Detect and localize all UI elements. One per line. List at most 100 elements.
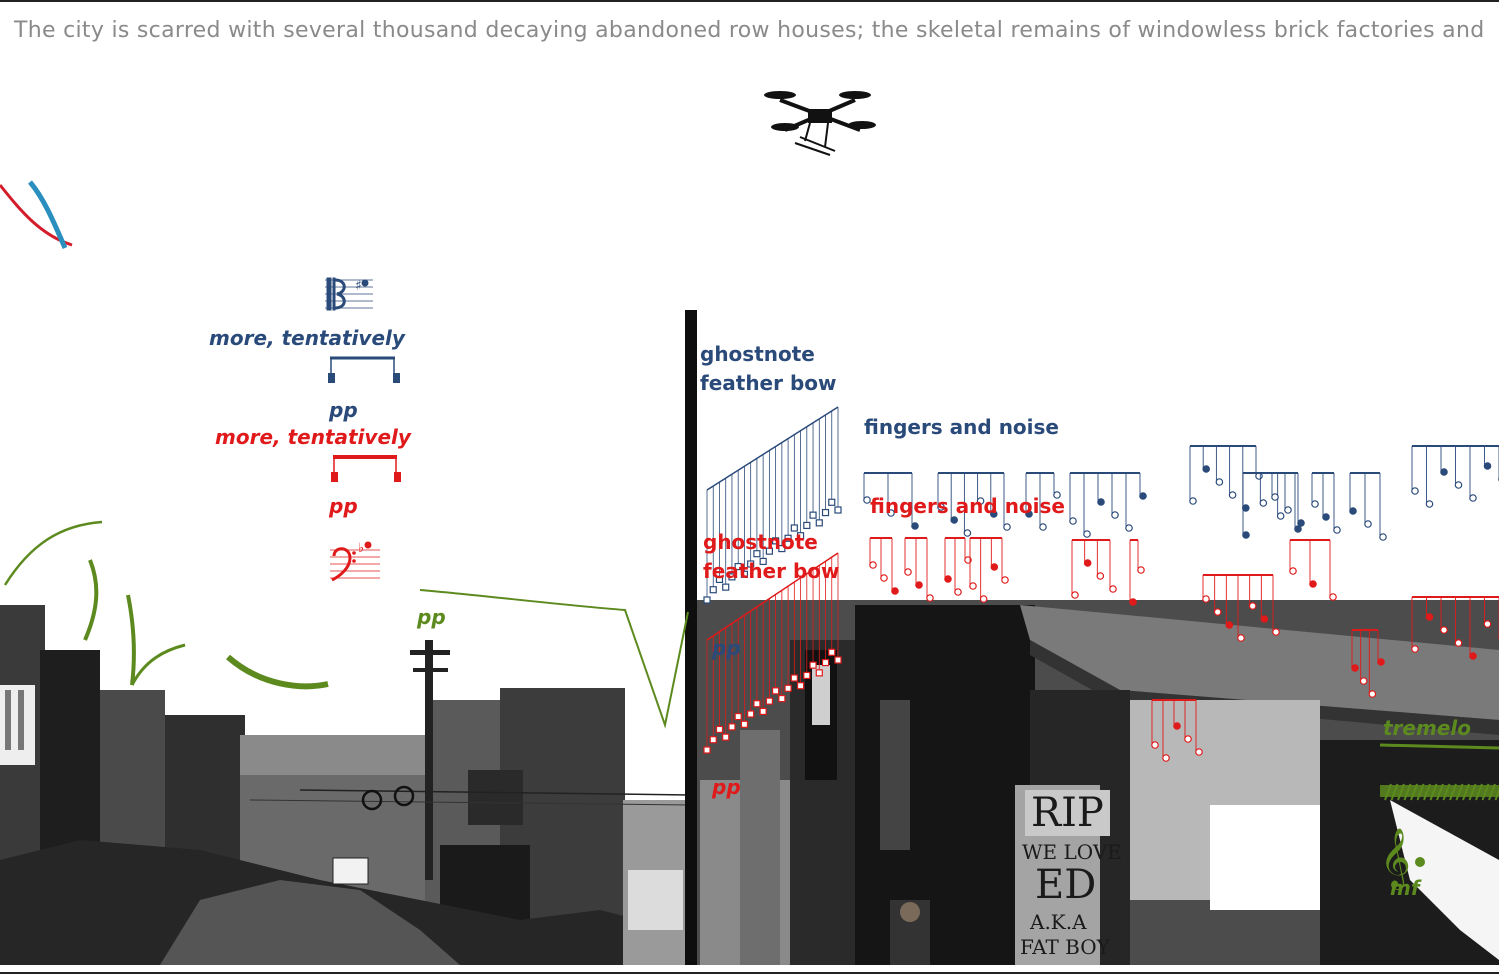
- red-technique-ghostnote: ghostnote: [703, 530, 818, 554]
- blue-group-4-note: [1189, 497, 1197, 505]
- cello-instruction: more, tentatively: [215, 425, 411, 449]
- tremelo-slash: [1390, 783, 1399, 801]
- blue-gliss-note: [778, 544, 786, 553]
- tremelo-slash: [1462, 783, 1470, 801]
- red-gliss-beam: [706, 552, 839, 641]
- blue-gliss-note: [790, 524, 798, 532]
- red-gliss-note: [747, 710, 755, 718]
- viola-instruction: more, tentatively: [209, 326, 405, 350]
- blue-gliss-note: [728, 573, 736, 581]
- blue-gliss-note: [722, 583, 730, 591]
- blue-group-5-note: [1259, 499, 1268, 507]
- red-group-10-note: [1469, 652, 1477, 660]
- tremelo-slash: [1397, 783, 1405, 801]
- blue-group-3-note: [1111, 511, 1119, 519]
- blue-gliss-beam: [706, 406, 839, 491]
- red-gliss-note: [821, 658, 830, 667]
- blue-group-4-note: [1228, 491, 1237, 499]
- graffiti-fat-boy: FAT BOY: [1020, 935, 1110, 959]
- blue-group-9-note: [1425, 500, 1434, 508]
- red-group-4-note: [1096, 572, 1105, 580]
- red-group-5-note: [1137, 566, 1145, 574]
- blue-group-4-note: [1215, 478, 1224, 486]
- tremelo-slash: [1488, 783, 1496, 801]
- graffiti-ed: ED: [1035, 862, 1097, 908]
- blue-gliss-note: [740, 570, 749, 578]
- red-group-6-note: [1237, 634, 1245, 642]
- red-group-6-note: [1213, 608, 1222, 616]
- red-gliss-note: [753, 700, 761, 708]
- blue-technique-feather-bow: feather bow: [700, 371, 837, 395]
- red-gliss-note: [784, 684, 792, 692]
- tremelo-slash: [1436, 783, 1444, 801]
- svg-text:♯: ♯: [355, 278, 362, 294]
- blue-gliss-note: [715, 575, 724, 584]
- red-gliss-note: [809, 661, 817, 669]
- red-gliss-note: [815, 669, 823, 677]
- blue-gliss-note: [772, 537, 780, 545]
- red-group-3-note: [969, 582, 977, 590]
- red-group-10-note: [1454, 639, 1463, 647]
- red-gliss-note: [740, 720, 749, 728]
- graffiti-rip: RIP: [1025, 790, 1110, 836]
- blue-group-0-note: [911, 522, 919, 530]
- narration-text: The city is scarred with several thousan…: [14, 18, 1485, 43]
- blue-group-3-note: [1069, 517, 1077, 525]
- tremelo-slash: [1403, 783, 1412, 801]
- red-group-10-note: [1483, 620, 1492, 628]
- svg-text:♭: ♭: [358, 541, 364, 556]
- blue-group-4-note: [1202, 465, 1211, 473]
- blue-gliss-note: [703, 596, 711, 604]
- blue-group-2-note: [1039, 523, 1047, 531]
- red-gliss-note: [803, 671, 811, 680]
- red-gliss-note: [734, 712, 742, 721]
- tremelo-slash: [1416, 783, 1425, 801]
- red-group-9-note: [1173, 722, 1181, 730]
- blue-gliss-note: [828, 498, 836, 506]
- blue-group-9-note: [1454, 481, 1463, 489]
- blue-gliss-note: [734, 562, 742, 571]
- red-group-1-note: [915, 581, 923, 589]
- blue-group-3-note: [1097, 498, 1105, 506]
- red-group-2-note: [954, 588, 962, 596]
- blue-fingers-and-noise: fingers and noise: [864, 415, 1059, 439]
- tremelo-slash: [1410, 783, 1418, 801]
- red-group-7-note: [1309, 580, 1317, 588]
- center-pole: [685, 310, 697, 965]
- red-group-6-note: [1202, 595, 1210, 603]
- red-group-4-note: [1109, 585, 1117, 593]
- tremelo-slash: [1384, 783, 1392, 801]
- red-gliss-note: [828, 648, 836, 656]
- red-gliss-note: [796, 682, 805, 690]
- blue-group-5-note: [1294, 525, 1302, 533]
- blue-gliss-note: [709, 586, 717, 594]
- red-group-4-note: [1071, 591, 1079, 599]
- blue-dynamic: pp: [712, 636, 741, 660]
- blue-gliss-note: [796, 532, 805, 540]
- blue-group-3-note: [1125, 524, 1133, 532]
- blue-group-7-note: [1322, 513, 1330, 521]
- red-group-0-note: [869, 561, 877, 569]
- blue-group-3-note: [1139, 492, 1147, 500]
- red-group-8-note: [1377, 658, 1385, 666]
- tremelo-slash: [1449, 783, 1457, 801]
- blue-group-5-note: [1276, 512, 1285, 520]
- blue-group-0-note: [887, 509, 895, 517]
- blue-group-1-note: [989, 510, 998, 518]
- red-gliss-note: [834, 656, 842, 664]
- blue-gliss-note: [784, 534, 792, 542]
- blue-group-1-note: [963, 529, 972, 537]
- blue-group-9-note: [1483, 462, 1492, 470]
- blue-gliss-note: [821, 508, 830, 517]
- red-group-3-note: [979, 595, 988, 603]
- blue-technique-ghostnote: ghostnote: [700, 342, 815, 366]
- blue-group-4-note: [1242, 504, 1250, 512]
- blue-gliss-note: [747, 560, 755, 568]
- blue-group-8-note: [1364, 520, 1372, 528]
